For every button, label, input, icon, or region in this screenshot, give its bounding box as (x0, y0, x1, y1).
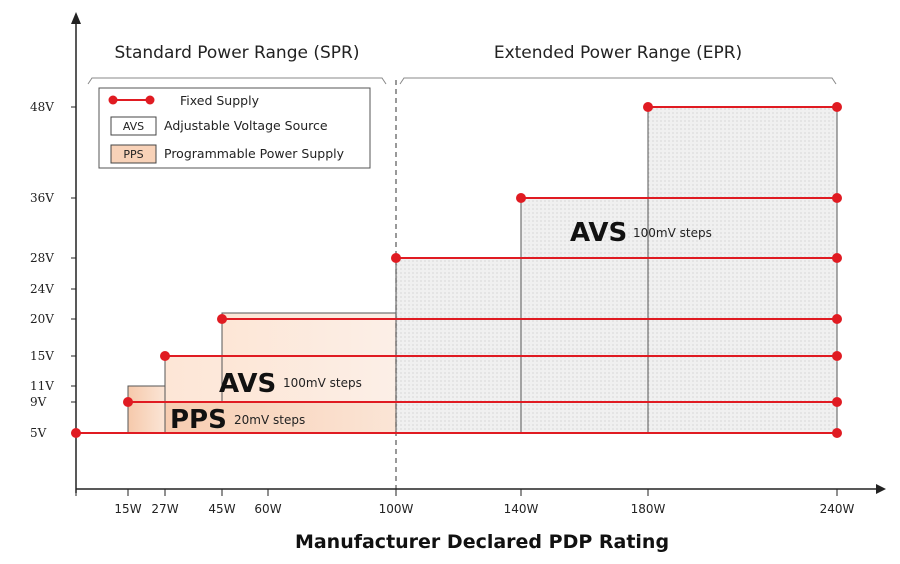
annotation-title: AVS (570, 218, 627, 248)
pps-area-1 (127, 385, 166, 434)
x-tick-label: 240W (820, 502, 855, 516)
legend-swatch-text: AVS (123, 120, 144, 133)
annotation-title: AVS (219, 369, 276, 399)
y-tick-label: 48V (30, 100, 54, 114)
legend-label: Adjustable Voltage Source (164, 118, 328, 133)
fixed-supply-end-dot (832, 253, 842, 263)
annotation-step: 20mV steps (234, 413, 305, 427)
y-tick-label: 15V (30, 349, 54, 363)
y-tick-label: 36V (30, 191, 54, 205)
legend-swatch-text: PPS (123, 148, 143, 161)
fixed-supply-end-dot (832, 193, 842, 203)
x-tick-label: 45W (208, 502, 235, 516)
region-label: Extended Power Range (EPR) (494, 43, 742, 63)
fixed-supply-start-dot (160, 351, 170, 361)
y-tick-label: 28V (30, 251, 54, 265)
fixed-supply-start-dot (391, 253, 401, 263)
y-tick-label: 24V (30, 282, 54, 296)
x-tick-label: 15W (114, 502, 141, 516)
y-tick-label: 11V (30, 379, 54, 393)
fixed-supply-end-dot (832, 428, 842, 438)
fixed-supply-start-dot (217, 314, 227, 324)
x-axis-arrow (876, 484, 886, 494)
annotation-step: 100mV steps (633, 226, 712, 240)
x-tick-label: 27W (151, 502, 178, 516)
region-bracket-0 (87, 77, 387, 85)
fixed-supply-start-dot (643, 102, 653, 112)
x-tick-label: 180W (631, 502, 666, 516)
y-tick-label: 9V (30, 395, 47, 409)
fixed-supply-start-dot (71, 428, 81, 438)
fixed-supply-end-dot (832, 351, 842, 361)
x-tick-label: 100W (379, 502, 414, 516)
legend-label: Programmable Power Supply (164, 146, 345, 161)
fixed-supply-end-dot (832, 314, 842, 324)
legend-fixed-dot-right (145, 95, 155, 105)
legend-fixed-dot-left (108, 95, 118, 105)
fixed-supply-end-dot (832, 397, 842, 407)
fixed-supply-start-dot (123, 397, 133, 407)
legend-pps-swatch (110, 144, 157, 164)
x-tick-label: 60W (254, 502, 281, 516)
y-tick-label: 20V (30, 312, 54, 326)
y-tick-label: 5V (30, 426, 47, 440)
x-tick-label: 140W (504, 502, 539, 516)
annotation-step: 100mV steps (283, 376, 362, 390)
annotation-title: PPS (170, 405, 227, 435)
y-axis-arrow (71, 12, 81, 24)
fixed-supply-end-dot (832, 102, 842, 112)
legend-avs-swatch (110, 116, 157, 136)
region-label: Standard Power Range (SPR) (115, 43, 360, 63)
legend-label: Fixed Supply (180, 93, 260, 108)
x-axis-title: Manufacturer Declared PDP Rating (295, 531, 669, 553)
fixed-supply-start-dot (516, 193, 526, 203)
avs_epr-area-2 (647, 106, 838, 434)
region-bracket-1 (399, 77, 837, 85)
